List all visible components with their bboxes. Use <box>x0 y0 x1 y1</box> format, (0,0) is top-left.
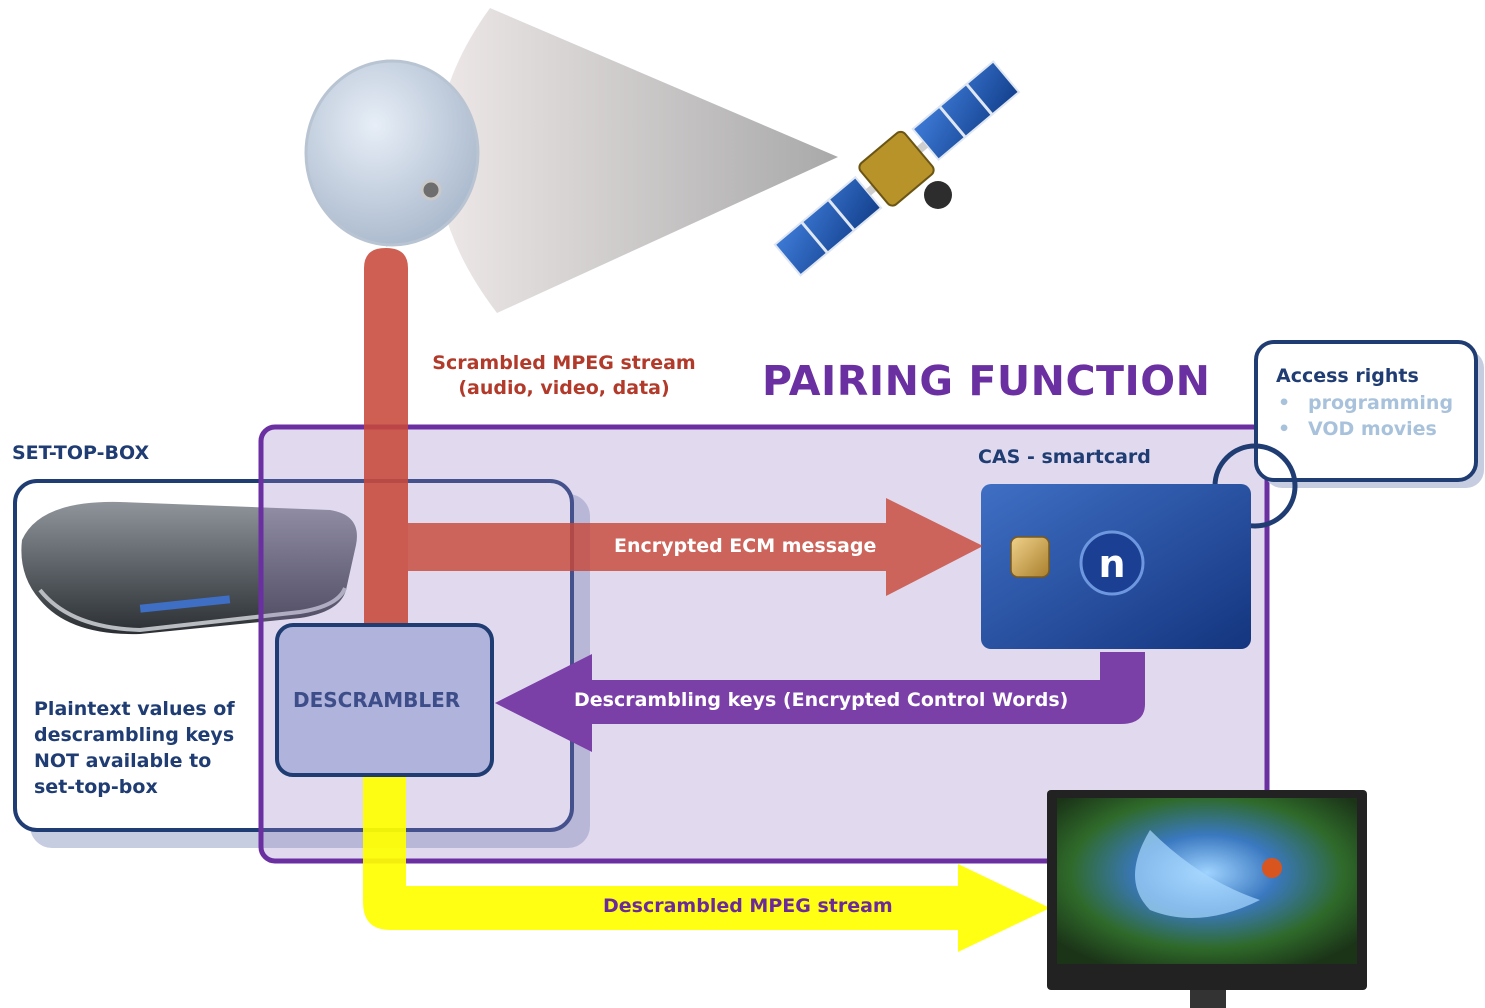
ecm-message-label: Encrypted ECM message <box>614 535 877 557</box>
plaintext-note-line: set-top-box <box>34 776 158 798</box>
descrambling-keys-label: Descrambling keys (Encrypted Control Wor… <box>574 689 1069 711</box>
smartcard-logo: n <box>1098 542 1125 586</box>
satellite-dish-icon <box>304 59 480 247</box>
descrambler-label: DESCRAMBLER <box>293 688 461 712</box>
plaintext-note-line: descrambling keys <box>34 724 235 746</box>
descrambling-keys-arrow <box>495 652 1145 752</box>
access-rights-item: • VOD movies <box>1278 418 1437 440</box>
descrambled-stream-label: Descrambled MPEG stream <box>603 895 893 917</box>
ecm-arrow <box>408 498 983 596</box>
plaintext-note-line: NOT available to <box>34 750 212 772</box>
pairing-function-title: PAIRING FUNCTION <box>762 357 1211 405</box>
scrambled-stream-sublabel: (audio, video, data) <box>458 377 670 399</box>
set-top-box-label: SET-TOP-BOX <box>12 442 150 464</box>
bullet-icon: • <box>1278 418 1291 440</box>
descrambled-stream-arrow <box>363 770 1050 952</box>
bullet-icon: • <box>1278 392 1291 414</box>
access-rights-title: Access rights <box>1276 365 1419 387</box>
scrambled-stream-pipe <box>364 248 408 625</box>
access-rights-item: • programming <box>1278 392 1453 414</box>
signal-beam <box>436 8 838 313</box>
television-icon <box>1047 790 1367 1008</box>
scrambled-stream-label: Scrambled MPEG stream <box>432 352 696 374</box>
plaintext-note-line: Plaintext values of <box>34 698 235 720</box>
satellite-icon <box>773 60 1021 277</box>
set-top-box-device-icon <box>21 501 357 635</box>
cas-smartcard-icon <box>981 484 1251 649</box>
cas-smartcard-label: CAS - smartcard <box>978 446 1151 468</box>
descrambler-box <box>275 623 494 777</box>
access-rights-item-label: VOD movies <box>1308 418 1437 440</box>
access-rights-box <box>1254 340 1478 482</box>
access-rights-item-label: programming <box>1308 392 1454 414</box>
